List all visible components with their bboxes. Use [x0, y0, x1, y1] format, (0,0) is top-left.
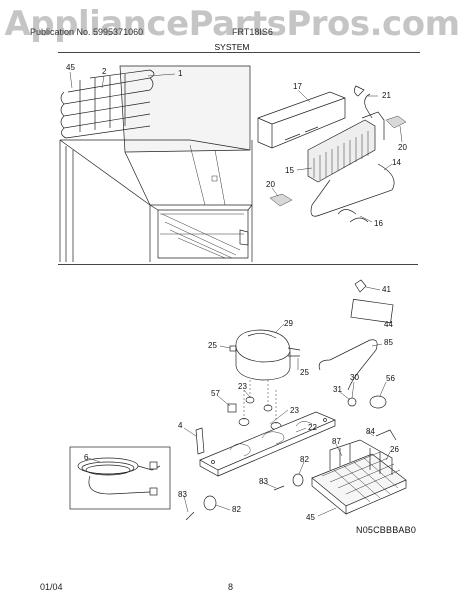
callout-25-right: 25 [300, 368, 309, 377]
callout-83-right: 83 [259, 477, 268, 486]
callout-31: 31 [333, 385, 342, 394]
part-82-upper [292, 473, 304, 487]
callout-22: 22 [308, 423, 317, 432]
callout-82-lower: 82 [232, 505, 241, 514]
callout-23-right: 23 [290, 406, 299, 415]
callout-45-bottom: 45 [306, 513, 315, 522]
callout-45-top: 45 [66, 63, 75, 72]
drain-tube [310, 163, 395, 223]
pad-left [269, 193, 293, 207]
footer-page-number: 8 [228, 582, 234, 592]
diagram-code: N05CBBBAB0 [356, 525, 417, 535]
callout-15: 15 [285, 166, 294, 175]
callout-26: 26 [390, 445, 399, 454]
watermark-logo: AppliancePartsPros.com [4, 4, 460, 44]
callout-30: 30 [350, 373, 359, 382]
callout-20-left: 20 [266, 180, 275, 189]
section-divider [58, 264, 418, 265]
compressor-base-plate [199, 411, 336, 477]
condenser-over-pan [329, 429, 397, 475]
cabinet-drawing [59, 65, 253, 262]
callout-83-left: 83 [178, 490, 187, 499]
callout-labels: 45 2 1 17 21 20 15 14 20 16 41 44 29 25 … [66, 63, 407, 522]
part-57 [227, 403, 237, 413]
callout-17: 17 [293, 82, 302, 91]
callout-82-upper: 82 [300, 455, 309, 464]
header-rule [58, 52, 420, 53]
callout-1: 1 [178, 69, 183, 78]
callout-87: 87 [332, 437, 341, 446]
callout-84: 84 [366, 427, 375, 436]
callout-29: 29 [284, 319, 293, 328]
screw-83-left [185, 511, 195, 521]
bracket-4 [195, 427, 205, 455]
callout-2: 2 [102, 67, 107, 76]
evaporator-cover [257, 91, 346, 149]
callout-20-right: 20 [398, 143, 407, 152]
condenser-coil [60, 69, 155, 139]
footer-date: 01/04 [40, 582, 63, 592]
drain-pan [311, 451, 407, 515]
pad-right [385, 115, 407, 129]
section-title: SYSTEM [214, 42, 250, 52]
callout-57: 57 [211, 389, 220, 398]
callout-21: 21 [382, 91, 391, 100]
model-number: FRT18IS6 [232, 27, 273, 37]
screw-83-right [273, 485, 285, 491]
callout-41: 41 [382, 285, 391, 294]
power-cord-inset [69, 446, 171, 510]
part-82-lower [203, 495, 217, 511]
callout-6: 6 [84, 453, 89, 462]
publication-number: Publication No. 5995371060 [30, 27, 144, 37]
callout-23-top: 23 [238, 382, 247, 391]
callout-56: 56 [386, 374, 395, 383]
tube-85 [318, 339, 378, 391]
leader-lines [69, 71, 403, 517]
callout-85: 85 [384, 338, 393, 347]
compressor [229, 329, 301, 381]
callout-44: 44 [384, 320, 393, 329]
part-41 [354, 279, 367, 293]
callout-16: 16 [374, 219, 383, 228]
callout-14: 14 [392, 158, 401, 167]
evaporator [307, 93, 385, 183]
clip-21 [354, 85, 365, 97]
part-56 [369, 395, 387, 409]
callout-4: 4 [178, 421, 183, 430]
callout-25-left: 25 [208, 341, 217, 350]
part-44 [350, 298, 394, 324]
